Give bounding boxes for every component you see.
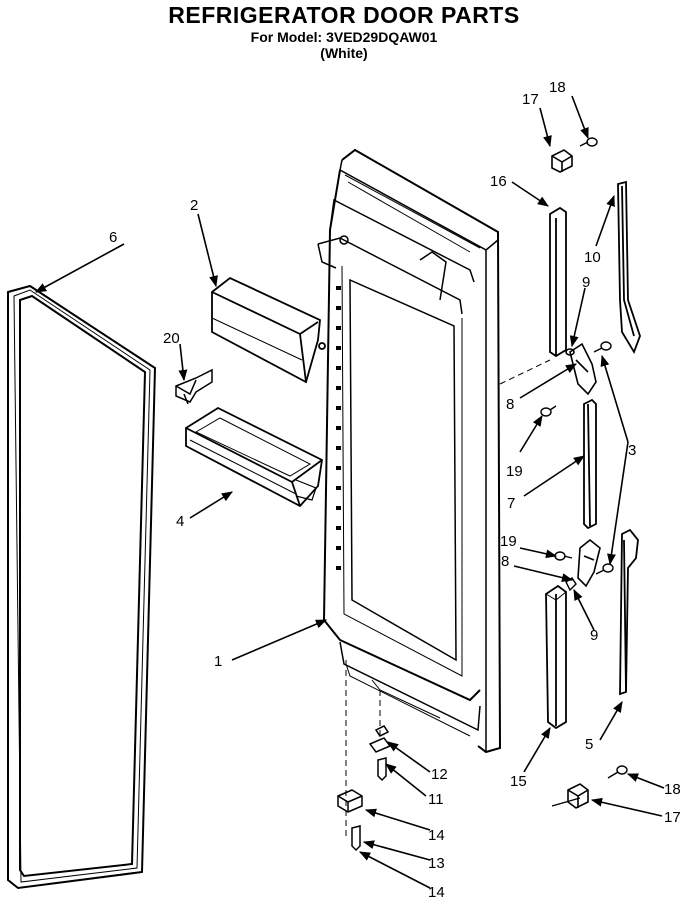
callout-2: 2 xyxy=(190,197,198,214)
door-assembly-part xyxy=(317,148,502,754)
callout-1: 1 xyxy=(214,653,222,670)
callout-9b: 9 xyxy=(590,627,598,644)
callout-10: 10 xyxy=(584,249,601,266)
lower-screw-part xyxy=(595,563,614,575)
callout-8b: 8 xyxy=(501,553,509,570)
shelf-cover-part xyxy=(211,276,326,384)
callout-20: 20 xyxy=(163,330,180,347)
callout-14b: 14 xyxy=(428,884,445,901)
callout-5: 5 xyxy=(585,736,593,753)
upper-handle-trim-part xyxy=(617,180,641,355)
leader-lines xyxy=(35,95,665,889)
callout-12: 12 xyxy=(431,766,448,783)
color-note: (White) xyxy=(320,45,368,61)
callout-19a: 19 xyxy=(506,463,523,480)
lower-handle-bracket-part xyxy=(577,538,601,588)
handle-part xyxy=(583,398,597,530)
callout-7: 7 xyxy=(507,495,515,512)
callout-17a: 17 xyxy=(522,91,539,108)
lower-trim-part xyxy=(545,584,567,730)
callout-18a: 18 xyxy=(549,79,566,96)
alignment-dashes xyxy=(345,359,551,840)
top-hinge-cover-part xyxy=(551,149,573,173)
bottom-screw-part xyxy=(607,765,628,779)
callout-13: 13 xyxy=(428,855,445,872)
callout-3: 3 xyxy=(628,442,636,459)
upper-screw-part xyxy=(593,341,612,353)
callout-4: 4 xyxy=(176,513,184,530)
model-line: For Model: 3VED29DQAW01 xyxy=(250,29,438,45)
door-bin-part xyxy=(185,406,323,508)
callout-labels: 1 2 3 4 5 6 7 8 8 9 9 10 11 12 13 14 14 … xyxy=(109,79,681,901)
leader-line-17-bottom-tail xyxy=(551,797,581,807)
callout-8a: 8 xyxy=(506,396,514,413)
clip-part xyxy=(175,368,213,405)
screw-19-upper-part xyxy=(540,405,557,417)
callout-17b: 17 xyxy=(664,809,681,826)
top-screw-part xyxy=(579,137,598,147)
callout-14a: 14 xyxy=(428,827,445,844)
callout-16: 16 xyxy=(490,173,507,190)
callout-15: 15 xyxy=(510,773,527,790)
upper-handle-bracket-part xyxy=(565,342,597,396)
callout-9a: 9 xyxy=(582,274,590,291)
screw-19-lower-part xyxy=(554,551,573,561)
upper-trim-part xyxy=(549,206,567,358)
bottom-hinge-cover-part xyxy=(567,783,589,809)
callout-11: 11 xyxy=(428,791,444,808)
callout-6: 6 xyxy=(109,229,117,246)
callout-19b: 19 xyxy=(500,533,517,550)
page-title: REFRIGERATOR DOOR PARTS xyxy=(168,2,520,28)
callout-18b: 18 xyxy=(664,781,681,798)
lower-handle-trim-part xyxy=(619,528,639,696)
door-gasket-part xyxy=(7,284,157,890)
bottom-hinge-parts xyxy=(337,725,392,852)
